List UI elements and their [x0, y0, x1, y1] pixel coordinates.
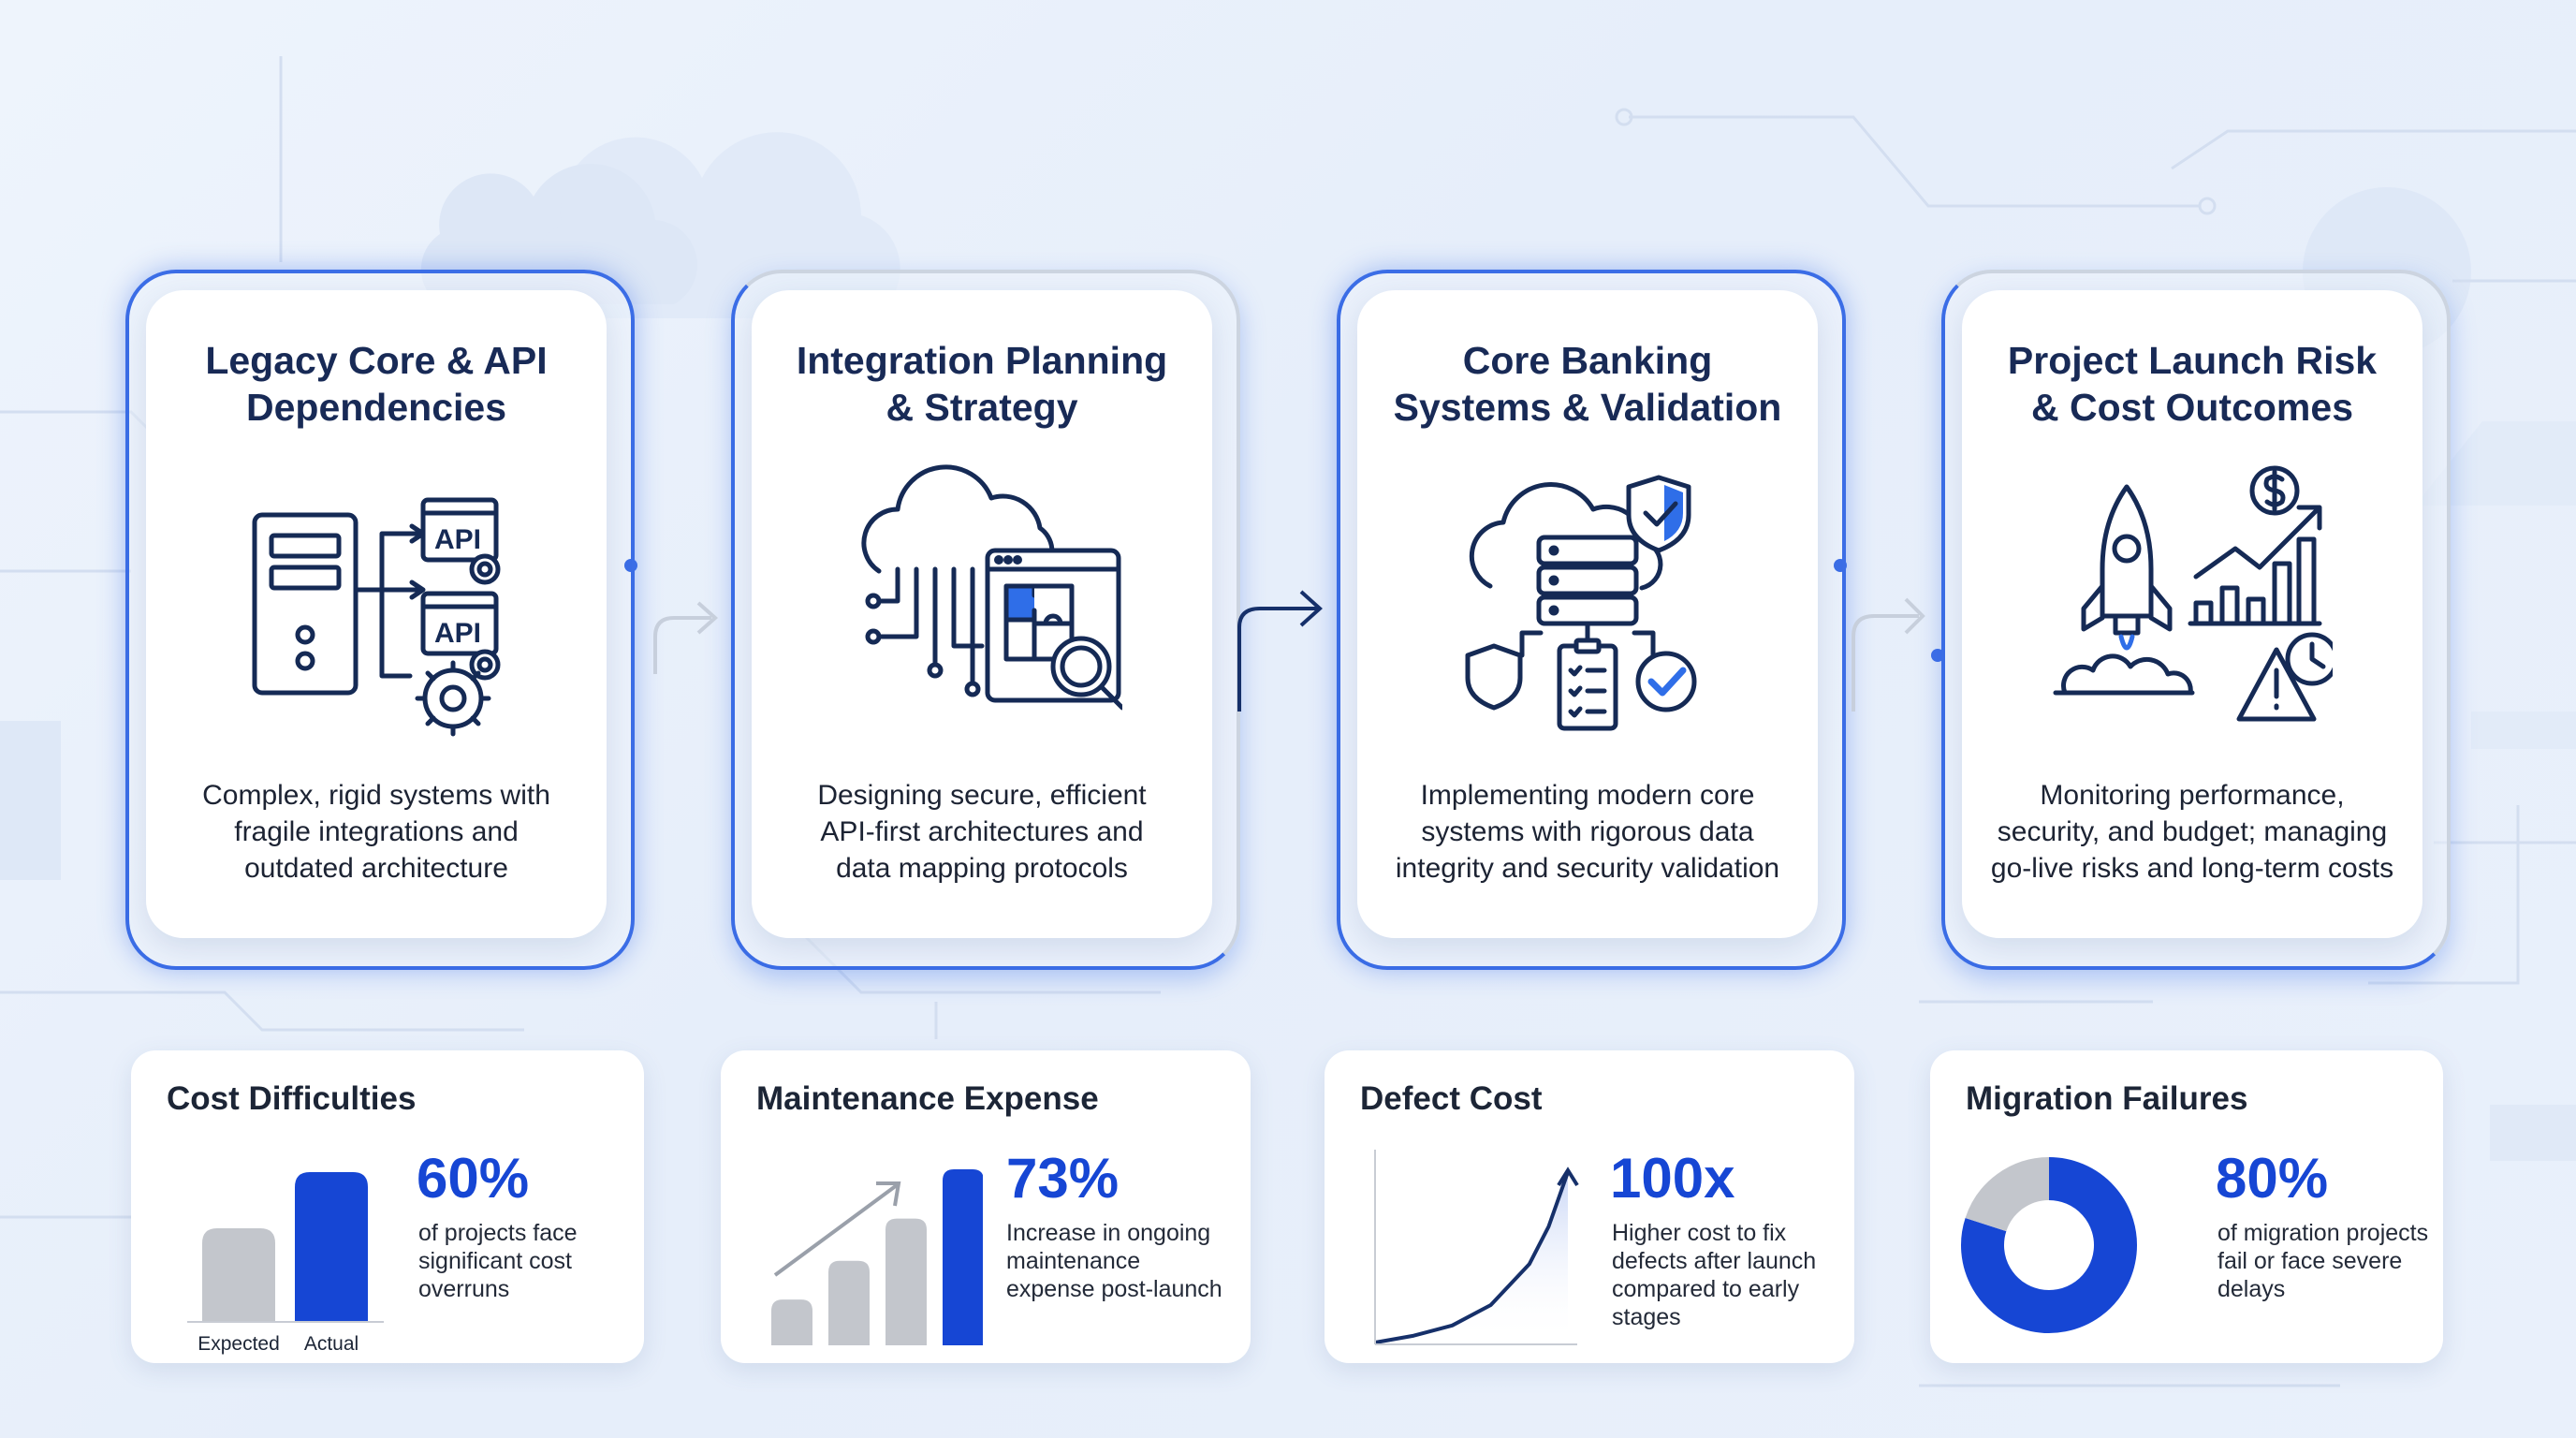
cost-bar-chart: Expected Actual [187, 1172, 384, 1355]
step-title: Legacy Core & API Dependencies [205, 339, 548, 429]
stat-description: Increase in ongoing maintenance expense … [1006, 1220, 1222, 1302]
donut-slice [1965, 1157, 2051, 1233]
stat-value: 60% [417, 1147, 530, 1210]
migration-donut-chart [1961, 1157, 2137, 1333]
trend-arrow-line [773, 1183, 899, 1277]
curve-area [1375, 1172, 1568, 1343]
stat-card-cost-difficulties: Cost Difficulties Expected Actual 60% of … [131, 1050, 644, 1363]
stat-card-maintenance-expense: Maintenance Expense 73% Increase in ongo… [721, 1050, 1251, 1363]
stat-title: Defect Cost [1360, 1080, 1543, 1117]
defect-cost-curve [1374, 1150, 1579, 1345]
curve-arrowhead [1557, 1167, 1579, 1187]
step-card-core-banking: Core Banking Systems & Validation Implem… [1357, 290, 1818, 938]
connector-arrow-0 [1931, 649, 1944, 662]
stat-description: of migration projects fail or face sever… [2217, 1220, 2429, 1302]
step-title: Project Launch Risk & Cost Outcomes [2007, 339, 2378, 429]
connector-arrow-2 [1237, 590, 1323, 712]
maintenance-bar-chart [771, 1169, 983, 1345]
stat-title: Migration Failures [1966, 1080, 2248, 1117]
stat-value: 80% [2216, 1147, 2329, 1210]
tick-label: Expected [198, 1333, 280, 1355]
tick-label: Actual [304, 1333, 359, 1355]
server-api-icon: API API [252, 497, 501, 737]
bar [886, 1218, 927, 1345]
connector-arrow-3 [1834, 559, 1925, 712]
curve-line [1374, 1171, 1570, 1344]
step-description: Designing secure, efficient API-first ar… [817, 780, 1147, 884]
step-description: Complex, rigid systems with fragile inte… [202, 780, 550, 884]
bar [943, 1169, 983, 1345]
stat-card-defect-cost: Defect Cost 100x Higher cost to fix defe… [1325, 1050, 1854, 1363]
stat-card-migration-failures: Migration Failures 80% of migration proj… [1930, 1050, 2443, 1363]
bar-expected [202, 1228, 275, 1322]
step-description: Monitoring performance, security, and bu… [1990, 780, 2394, 884]
connector-arrow-1 [624, 559, 719, 674]
api-label: API [434, 618, 481, 649]
step-title: Integration Planning & Strategy [796, 339, 1168, 429]
bar [828, 1260, 870, 1345]
trend-arrow-head [876, 1181, 901, 1207]
step-card-project-launch: Project Launch Risk & Cost Outcomes Moni… [1962, 290, 2422, 938]
stat-value: 73% [1006, 1147, 1120, 1210]
step-title: Core Banking Systems & Validation [1393, 339, 1782, 429]
api-label: API [434, 524, 481, 555]
cloud-puzzle-icon [861, 464, 1122, 711]
step-card-legacy-core: Legacy Core & API Dependencies API API C… [146, 290, 607, 938]
bar [771, 1299, 812, 1345]
step-card-integration-planning: Integration Planning & Strategy Designin… [752, 290, 1212, 938]
stat-description: Higher cost to fix defects after launch … [1612, 1220, 1817, 1330]
bar-actual [295, 1172, 368, 1322]
stat-title: Maintenance Expense [756, 1080, 1099, 1117]
donut-slice [1961, 1157, 2137, 1333]
rocket-growth-warning-icon [2053, 465, 2333, 722]
stat-value: 100x [1610, 1147, 1735, 1210]
stat-description: of projects face significant cost overru… [418, 1220, 578, 1302]
step-description: Implementing modern core systems with ri… [1395, 780, 1780, 884]
cloud-database-shield-icon [1465, 475, 1697, 731]
stat-title: Cost Difficulties [167, 1080, 417, 1117]
